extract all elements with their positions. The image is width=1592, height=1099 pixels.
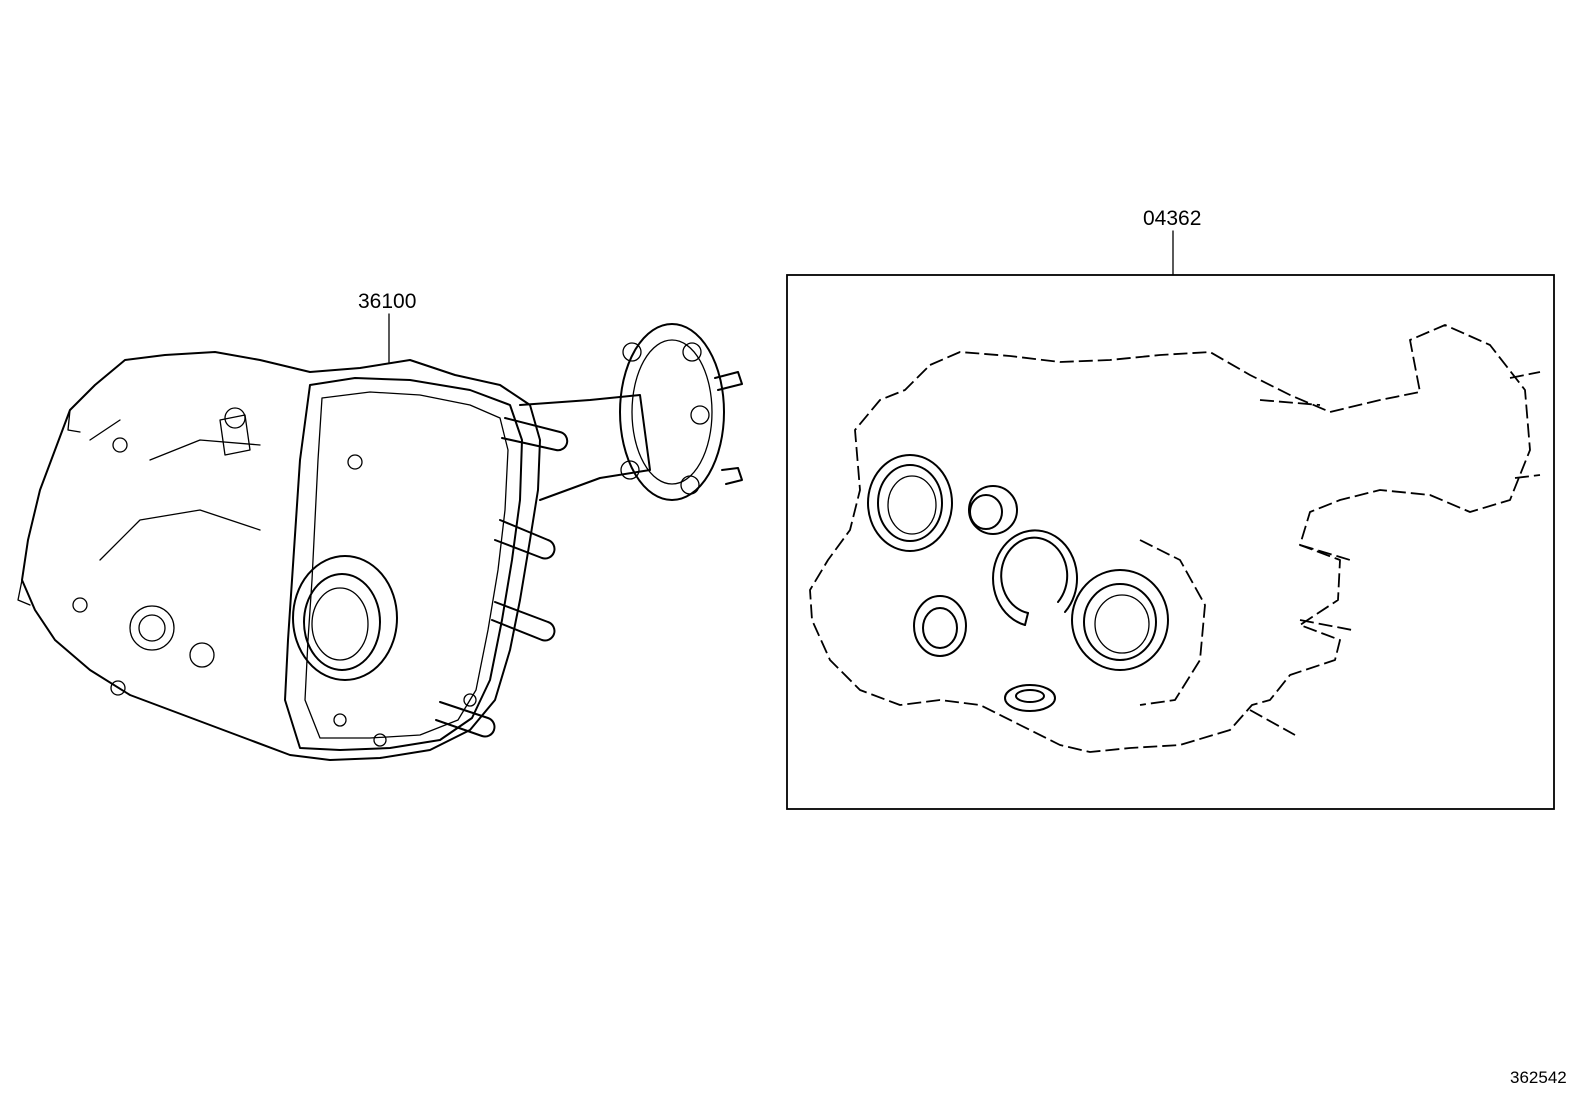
oil-seal-side-icon [1071, 569, 1169, 671]
snap-ring-icon [992, 529, 1078, 626]
oil-seal-small-icon [913, 595, 967, 657]
illustration-number: 362542 [1510, 1068, 1567, 1087]
gasket-kit-icon[interactable] [809, 324, 1541, 753]
oil-seal-large-icon [867, 454, 953, 552]
bushing-icon [968, 485, 1018, 535]
part-label-36100[interactable]: 36100 [358, 290, 416, 313]
kit-frame [786, 274, 1555, 810]
differential-assembly-icon[interactable] [17, 323, 743, 761]
part-label-04362[interactable]: 04362 [1143, 207, 1201, 230]
washer-icon [1004, 684, 1056, 712]
